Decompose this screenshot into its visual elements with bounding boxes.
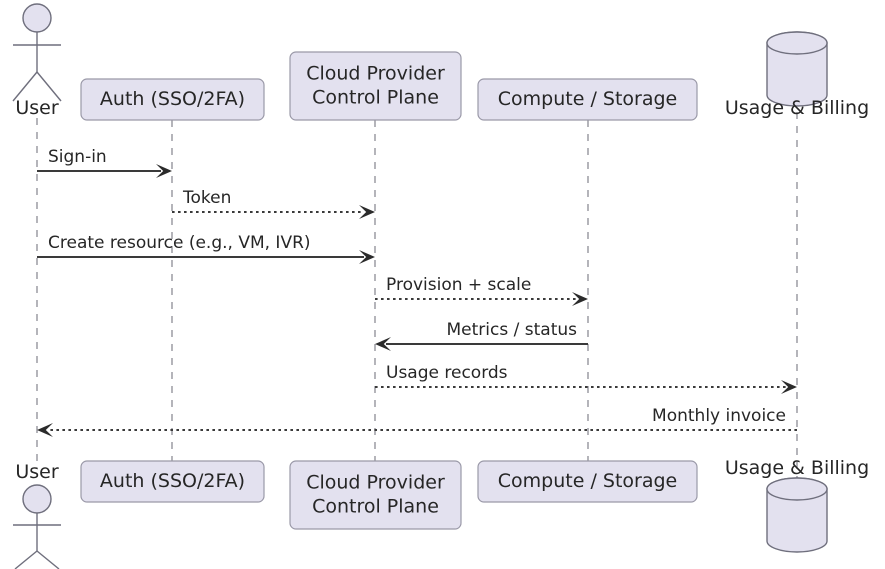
message-label-create-resource: Create resource (e.g., VM, IVR) bbox=[48, 233, 311, 253]
actor-leg-right-bottom bbox=[36, 550, 60, 569]
participant-label-control-bottom: Control Plane bbox=[312, 496, 439, 518]
participant-label-billing-bottom: Usage & Billing bbox=[725, 457, 869, 479]
message-arrowhead-sign-in bbox=[156, 164, 172, 178]
message-label-token: Token bbox=[182, 188, 231, 208]
participant-label-compute-bottom: Compute / Storage bbox=[498, 470, 677, 492]
database-cylinder-top-billing-top bbox=[766, 31, 828, 55]
message-arrowhead-create-resource bbox=[359, 250, 375, 264]
message-label-metrics-status: Metrics / status bbox=[447, 320, 578, 340]
participant-label-compute-top: Compute / Storage bbox=[498, 88, 677, 110]
participant-box-control-top[interactable] bbox=[289, 51, 462, 121]
participant-box-compute-top[interactable] bbox=[477, 78, 698, 121]
participant-box-auth-top[interactable] bbox=[80, 78, 265, 121]
actor-leg-left-top bbox=[12, 71, 38, 102]
message-arrowhead-token bbox=[359, 205, 375, 219]
message-label-sign-in: Sign-in bbox=[48, 147, 107, 167]
actor-head-icon-bottom bbox=[22, 484, 52, 514]
actor-label-bottom: User bbox=[15, 461, 58, 483]
actor-label-top: User bbox=[15, 97, 58, 119]
actor-head-icon-top bbox=[22, 3, 52, 33]
message-label-monthly-invoice: Monthly invoice bbox=[652, 406, 786, 426]
message-label-provision-scale: Provision + scale bbox=[386, 275, 531, 295]
participant-box-control-bottom[interactable] bbox=[289, 460, 462, 530]
message-arrowhead-provision-scale bbox=[572, 292, 588, 306]
participant-box-compute-bottom[interactable] bbox=[477, 460, 698, 503]
participant-label-auth-top: Auth (SSO/2FA) bbox=[100, 88, 245, 110]
message-arrowhead-monthly-invoice bbox=[37, 423, 53, 437]
participant-label-billing-top: Usage & Billing bbox=[725, 97, 869, 119]
actor-leg-right-top bbox=[36, 71, 62, 102]
message-label-usage-records: Usage records bbox=[386, 363, 508, 383]
participant-box-auth-bottom[interactable] bbox=[80, 460, 265, 503]
participant-label-control-top: Cloud Provider bbox=[306, 63, 445, 85]
participant-label-auth-bottom: Auth (SSO/2FA) bbox=[100, 470, 245, 492]
lifelines-group bbox=[36, 112, 798, 478]
actor-leg-left-bottom bbox=[14, 550, 38, 569]
message-arrowhead-metrics-status bbox=[375, 337, 391, 351]
message-arrowhead-usage-records bbox=[781, 380, 797, 394]
participant-label-control-top: Control Plane bbox=[312, 87, 439, 109]
database-cylinder-top-billing-bottom bbox=[766, 477, 828, 501]
participant-label-control-bottom: Cloud Provider bbox=[306, 472, 445, 494]
